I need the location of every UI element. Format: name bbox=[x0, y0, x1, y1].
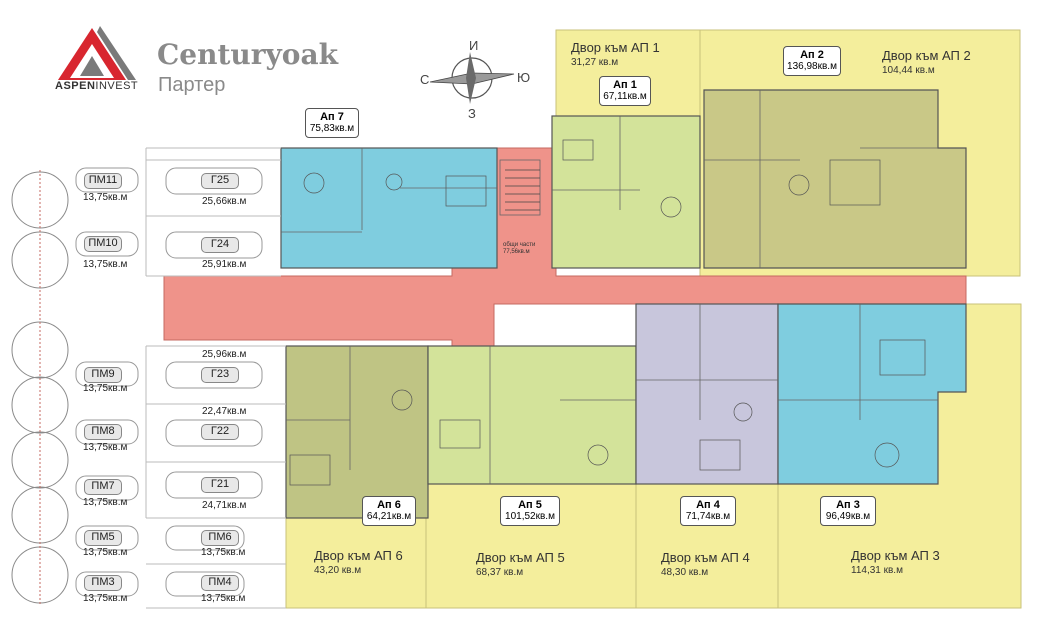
parking-spot-pm3-area: 13,75кв.м bbox=[83, 593, 128, 604]
apartment-ap4-area-text: 71,74кв.м bbox=[685, 511, 731, 522]
yard-ap1-label: Двор към АП 1 bbox=[571, 40, 660, 55]
garage-g22-area: 22,47кв.м bbox=[202, 406, 247, 417]
yard-ap6-area-text: 43,20 кв.м bbox=[314, 565, 362, 576]
yard-ap6-label: Двор към АП 6 bbox=[314, 548, 403, 563]
apartment-ap3-area-text: 96,49кв.м bbox=[825, 511, 871, 522]
garage-g21-tag[interactable]: Г21 bbox=[201, 477, 239, 493]
parking-spot-pm7-tag[interactable]: ПМ7 bbox=[84, 479, 122, 495]
apartment-ap4-area[interactable] bbox=[635, 303, 779, 485]
parking-spot-pm3-tag[interactable]: ПМ3 bbox=[84, 575, 122, 591]
apartment-ap5-area-text: 101,52кв.м bbox=[505, 511, 555, 522]
brand-logo-text: ASPENINVEST bbox=[55, 80, 138, 92]
parking-spot-pm6-area: 13,75кв.м bbox=[201, 547, 246, 558]
apartment-ap2-name: Ап 2 bbox=[800, 49, 824, 61]
apartment-ap7-area-text: 75,83кв.м bbox=[309, 123, 355, 134]
compass-south-label: З bbox=[468, 106, 476, 121]
apartment-ap1-area[interactable] bbox=[551, 115, 701, 269]
yard-ap4-label: Двор към АП 4 bbox=[661, 550, 750, 565]
apartment-ap5-name: Ап 5 bbox=[518, 499, 542, 511]
garage-g24-tag[interactable]: Г24 bbox=[201, 237, 239, 253]
project-title: Centuryoak bbox=[157, 38, 338, 71]
apartment-ap1-area-text: 67,11кв.м bbox=[603, 91, 647, 102]
apartment-ap1-name: Ап 1 bbox=[613, 79, 637, 91]
logo-text-light: INVEST bbox=[95, 80, 139, 92]
garage-g22-tag[interactable]: Г22 bbox=[201, 424, 239, 440]
yard-ap1-area-text: 31,27 кв.м bbox=[571, 57, 619, 68]
apartment-ap6-area[interactable] bbox=[285, 345, 429, 519]
apartment-ap3-name: Ап 3 bbox=[836, 499, 860, 511]
compass-icon bbox=[429, 52, 515, 104]
garage-g25-area: 25,66кв.м bbox=[202, 196, 247, 207]
staircase bbox=[505, 169, 540, 211]
apartment-ap3-area[interactable] bbox=[777, 303, 967, 485]
garage-g25-tag[interactable]: Г25 bbox=[201, 173, 239, 189]
apartment-ap2-area[interactable] bbox=[703, 89, 967, 269]
garage-g23-tag[interactable]: Г23 bbox=[201, 367, 239, 383]
logo-text-bold: ASPEN bbox=[55, 80, 96, 92]
parking-spot-pm5-area: 13,75кв.м bbox=[83, 547, 128, 558]
yard-ap5-label: Двор към АП 5 bbox=[476, 550, 565, 565]
parking-spot-pm8-tag[interactable]: ПМ8 bbox=[84, 424, 122, 440]
garage-g21-area: 24,71кв.м bbox=[202, 500, 247, 511]
compass-east-label: Ю bbox=[517, 70, 531, 85]
apartment-ap7-area[interactable] bbox=[280, 147, 498, 269]
parking-spot-pm9-area: 13,75кв.м bbox=[83, 383, 128, 394]
garage-g23-area: 25,96кв.м bbox=[202, 349, 247, 360]
yard-ap4-area-text: 48,30 кв.м bbox=[661, 567, 709, 578]
yard-ap3-area-text: 114,31 кв.м bbox=[851, 565, 903, 576]
parking-spot-pm9-tag[interactable]: ПМ9 bbox=[84, 367, 122, 383]
parking-grid bbox=[145, 147, 286, 609]
aspeninvest-logo-mark bbox=[58, 26, 136, 80]
yard-ap5-area-text: 68,37 кв.м bbox=[476, 567, 524, 578]
yard-ap2-area-text: 104,44 кв.м bbox=[882, 65, 935, 76]
common-area-label-line2: 77,56кв.м bbox=[503, 249, 530, 255]
parking-spot-pm6-tag[interactable]: ПМ6 bbox=[201, 530, 239, 546]
parking-spot-pm11-area: 13,75кв.м bbox=[83, 192, 128, 203]
interior-walls bbox=[281, 90, 938, 484]
parking-spot-pm4-area: 13,75кв.м bbox=[201, 593, 246, 604]
parking-spot-pm8-area: 13,75кв.м bbox=[83, 442, 128, 453]
parking-spot-pm5-tag[interactable]: ПМ5 bbox=[84, 530, 122, 546]
apartment-ap2-area-text: 136,98кв.м bbox=[787, 61, 837, 72]
compass-north-label: И bbox=[469, 38, 479, 53]
apartment-ap6-name: Ап 6 bbox=[377, 499, 401, 511]
common-area-label-line1: общи части bbox=[503, 242, 536, 248]
yard-ap3-label: Двор към АП 3 bbox=[851, 548, 940, 563]
apartment-ap7-name: Ап 7 bbox=[320, 111, 344, 123]
apartment-ap6-area-text: 64,21кв.м bbox=[366, 511, 412, 522]
parking-spot-pm10-area: 13,75кв.м bbox=[83, 259, 128, 270]
apartment-ap5-area[interactable] bbox=[427, 345, 637, 485]
furniture bbox=[289, 139, 926, 486]
garage-g24-area: 25,91кв.м bbox=[202, 259, 247, 270]
parking-spot-pm7-area: 13,75кв.м bbox=[83, 497, 128, 508]
apartment-ap4-name: Ап 4 bbox=[696, 499, 720, 511]
trees bbox=[11, 170, 69, 605]
parking-spot-pm11-tag[interactable]: ПМ11 bbox=[84, 173, 122, 189]
parking-spot-pm4-tag[interactable]: ПМ4 bbox=[201, 575, 239, 591]
compass-west-label: С bbox=[420, 72, 430, 87]
floor-subtitle: Партер bbox=[158, 74, 226, 96]
parking-spot-pm10-tag[interactable]: ПМ10 bbox=[84, 236, 122, 252]
yard-ap2-label: Двор към АП 2 bbox=[882, 48, 971, 63]
